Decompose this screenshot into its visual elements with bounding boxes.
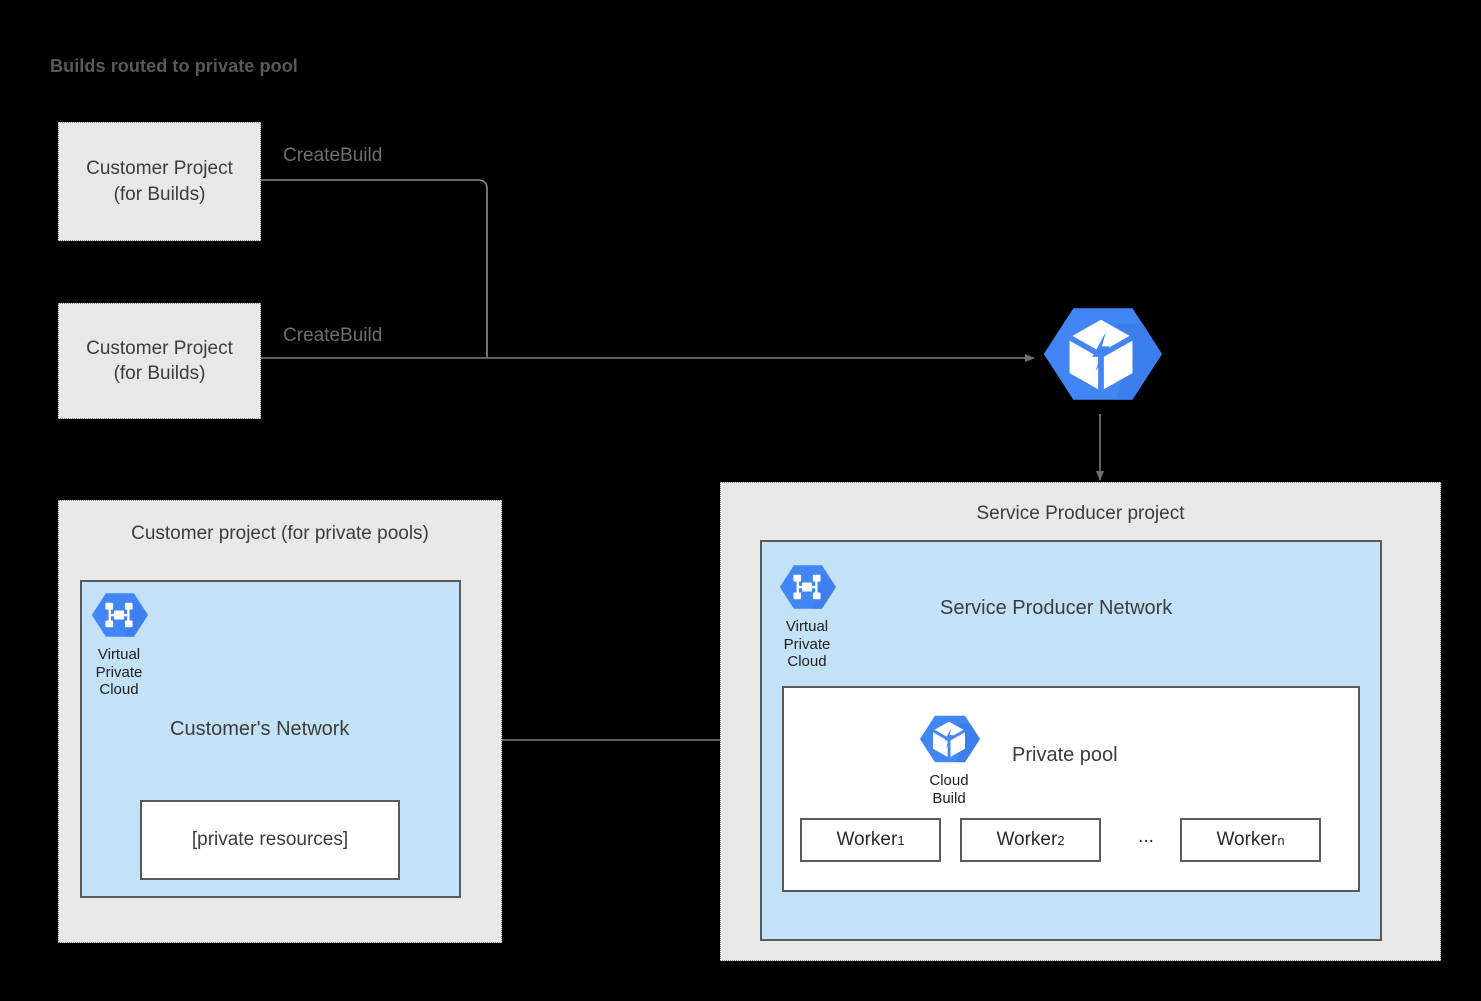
createbuild-label-1: CreateBuild <box>283 145 383 166</box>
project-name-line2: (for Builds) <box>113 183 206 205</box>
customer-build-project-1-label: Customer Project (for Builds) <box>86 156 233 206</box>
worker-subscript: 2 <box>1057 832 1065 848</box>
project-name-line2: (for Builds) <box>113 363 206 384</box>
cloud-build-service-icon[interactable] <box>1040 293 1162 415</box>
private-resources-box[interactable]: [private resources] <box>140 800 400 880</box>
vpc-caption-producer: Virtual Private Cloud <box>783 618 831 671</box>
createbuild-label-2: CreateBuild <box>283 325 383 346</box>
virtual-private-cloud-icon <box>779 565 836 609</box>
cloud-build-caption: Cloud Build <box>929 772 969 807</box>
virtual-private-cloud-icon <box>91 593 148 637</box>
cloud-build-icon <box>919 715 980 763</box>
vpc-icon-stack-producer: Virtual Private Cloud <box>764 558 850 671</box>
worker-label: Worker <box>1216 829 1278 850</box>
vpc-caption-customer: Virtual Private Cloud <box>95 646 143 699</box>
worker-subscript: 1 <box>897 832 905 848</box>
worker-ellipsis: ... <box>1138 826 1154 847</box>
project-name-line1: Customer Project <box>86 337 233 359</box>
cloud-build-icon-stack-pool: Cloud Build <box>906 708 992 807</box>
private-pool-label: Private pool <box>1012 744 1118 766</box>
project-name-line1: Customer Project <box>86 158 233 180</box>
service-producer-project-title: Service Producer project <box>976 503 1185 524</box>
customers-network-label: Customer's Network <box>170 718 350 740</box>
page-title: Builds routed to private pool <box>50 56 298 76</box>
customer-build-project-2-label: Customer Project (for Builds) <box>86 336 233 386</box>
worker-label: Worker <box>836 829 898 850</box>
customer-build-project-2[interactable]: Customer Project (for Builds) <box>58 303 261 419</box>
vpc-icon-stack-customer: Virtual Private Cloud <box>76 586 162 699</box>
worker-label: Worker <box>996 829 1058 850</box>
customer-private-pool-project-title: Customer project (for private pools) <box>131 523 429 544</box>
worker-subscript: n <box>1277 832 1285 848</box>
service-producer-network-label: Service Producer Network <box>940 597 1173 619</box>
customer-build-project-1[interactable]: Customer Project (for Builds) <box>58 122 261 241</box>
